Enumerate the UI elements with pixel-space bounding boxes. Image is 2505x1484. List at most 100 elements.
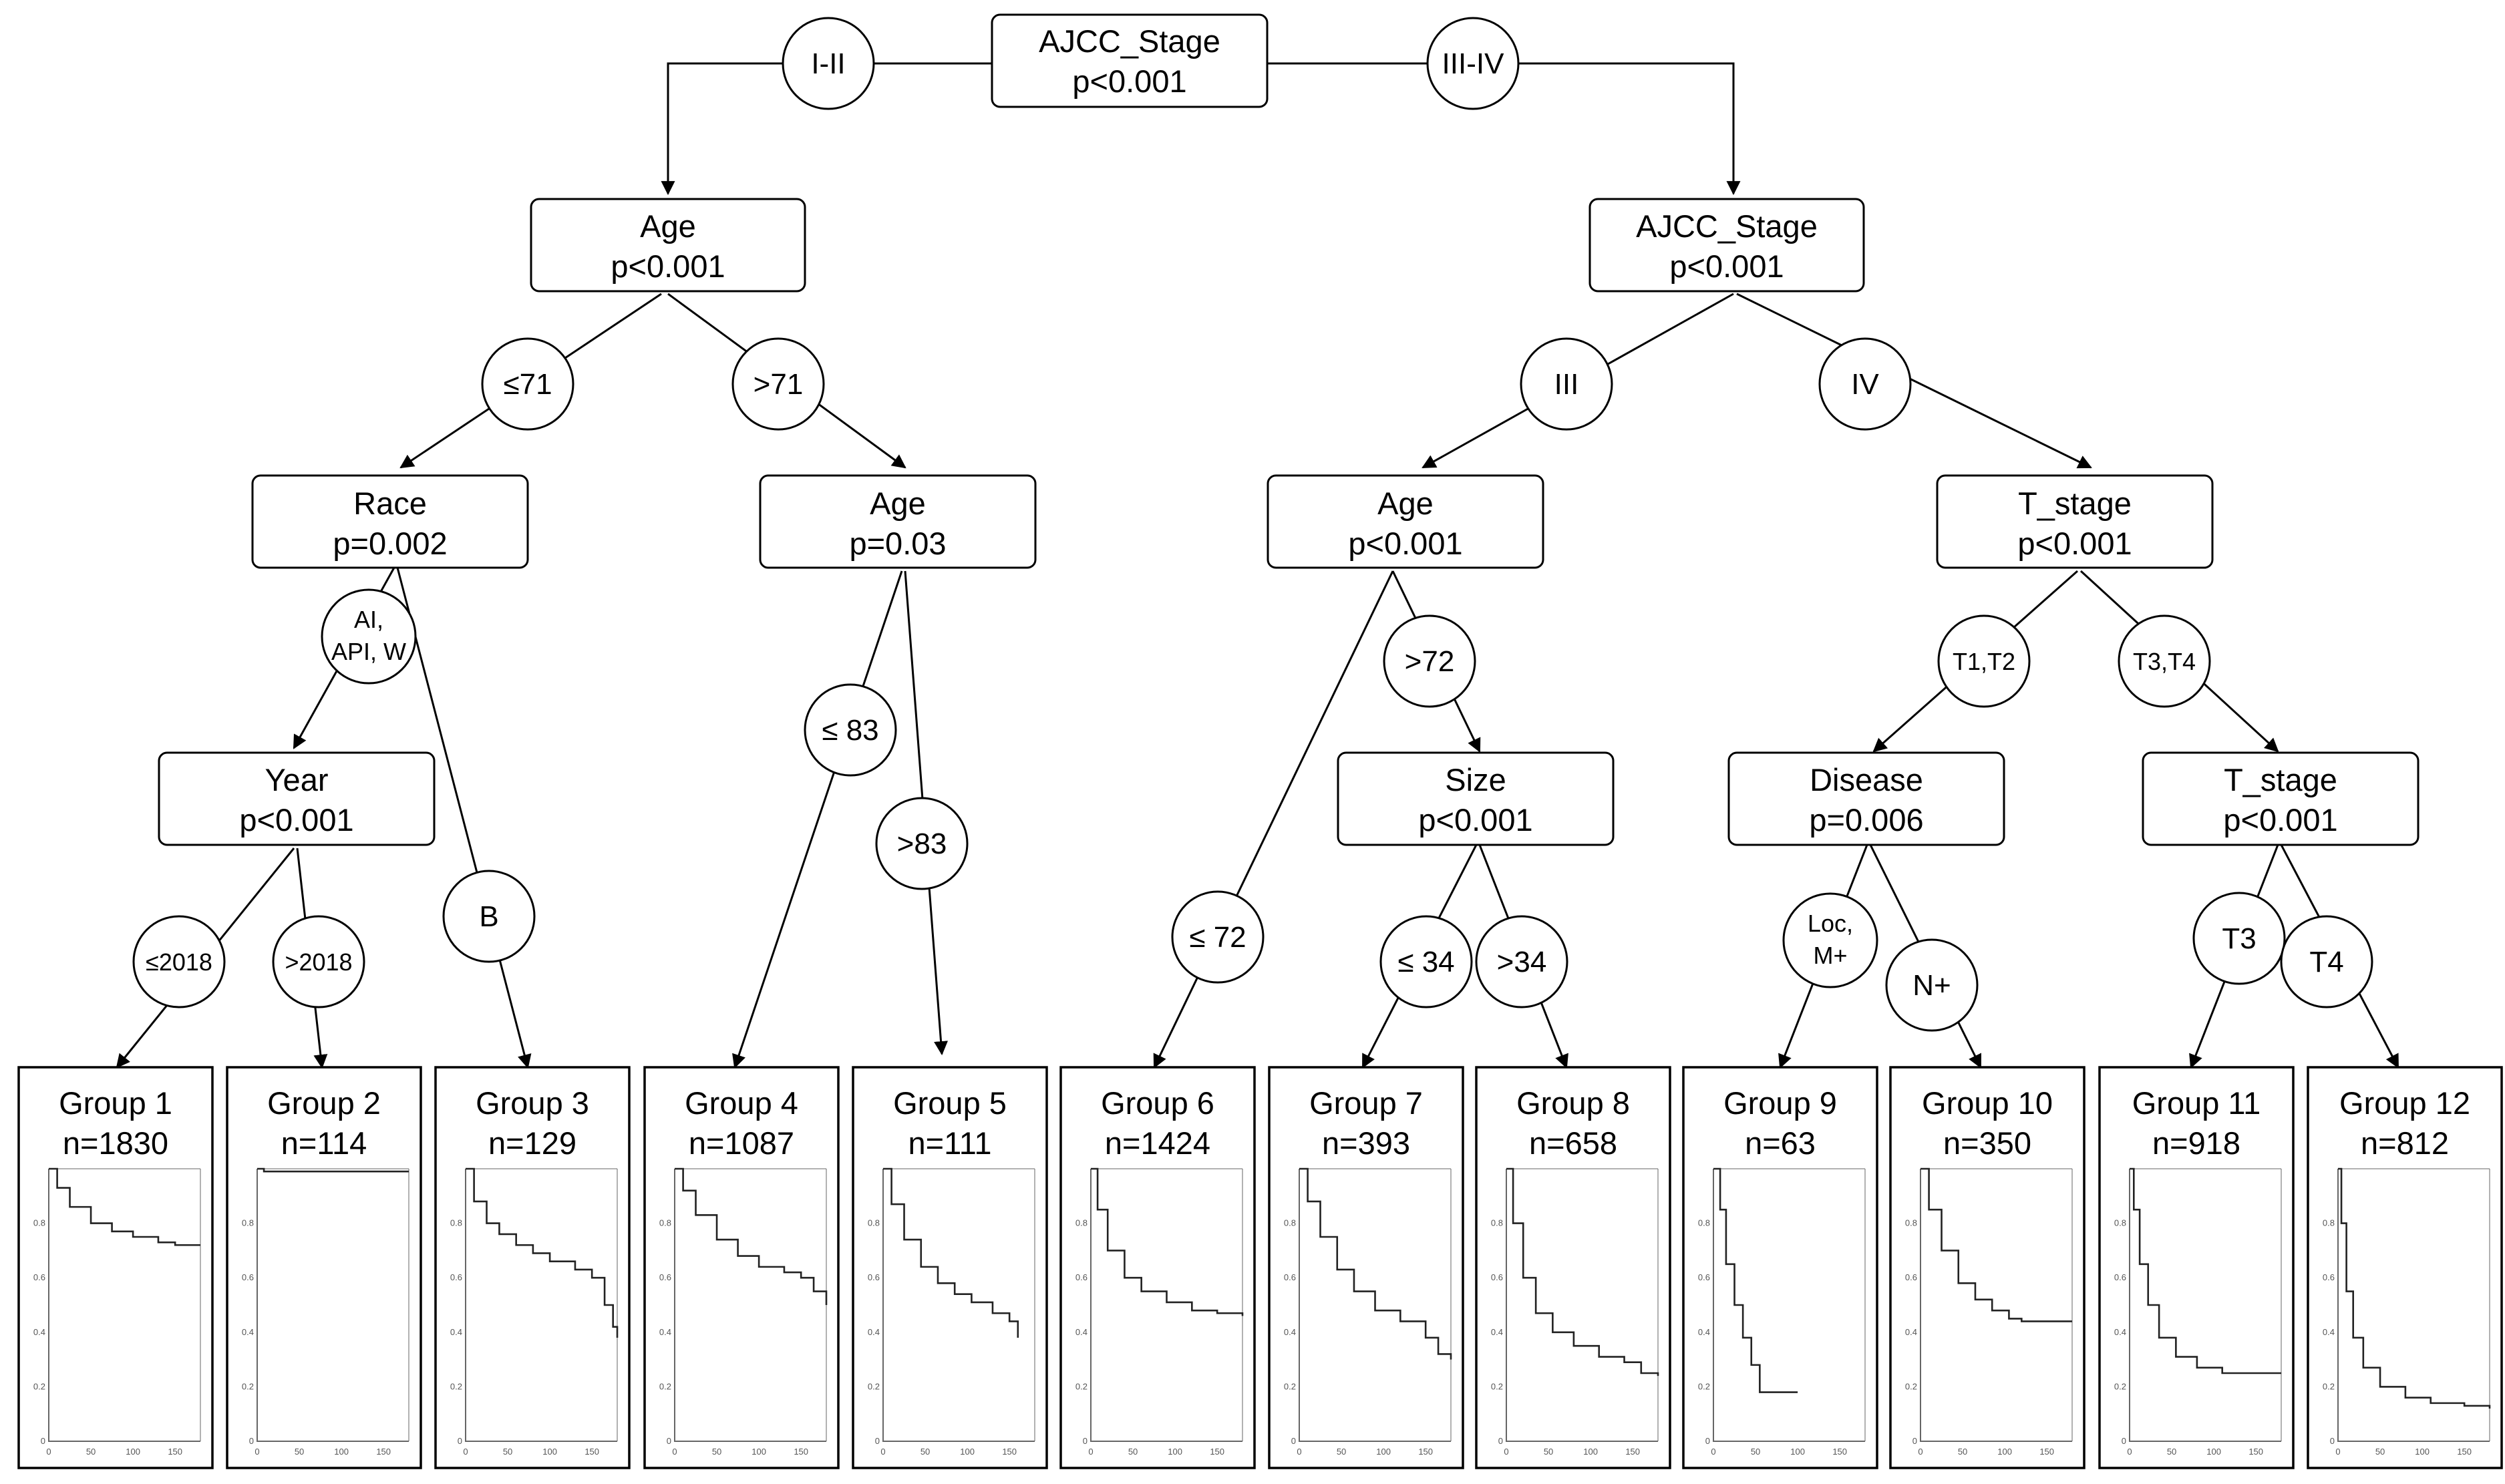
- node-ajcc2-p: p<0.001: [1669, 248, 1784, 284]
- split-t4-label: T4: [2309, 946, 2343, 978]
- km-y-tick: 0.6: [33, 1272, 45, 1282]
- km-x-tick: 150: [168, 1447, 182, 1457]
- km-x-tick: 50: [86, 1447, 96, 1457]
- km-axes: [465, 1169, 617, 1442]
- group-count: n=658: [1529, 1125, 1617, 1161]
- km-y-tick: 0.6: [2323, 1272, 2335, 1282]
- km-x-tick: 150: [2457, 1447, 2472, 1457]
- km-x-tick: 100: [1997, 1447, 2012, 1457]
- split-le2018-label: ≤2018: [146, 948, 212, 976]
- node-tstage1: T_stage p<0.001: [1936, 474, 2214, 569]
- km-x-tick: 0: [2335, 1447, 2340, 1457]
- edge-root-right: [1266, 62, 1741, 196]
- group-box: [643, 1066, 840, 1469]
- node-root-label: AJCC_Stage: [1039, 23, 1220, 59]
- km-y-tick: 0.6: [2114, 1272, 2126, 1282]
- km-y-tick: 0.2: [868, 1381, 880, 1391]
- node-root-p: p<0.001: [1072, 63, 1186, 99]
- km-axes: [1920, 1169, 2072, 1442]
- split-t3: T3: [2192, 892, 2286, 985]
- km-x-tick: 50: [2167, 1447, 2176, 1457]
- km-y-tick: 0.8: [1698, 1218, 1710, 1228]
- split-gt83: >83: [875, 797, 969, 890]
- group-name: Group 11: [2132, 1085, 2261, 1121]
- split-gt2018-label: >2018: [285, 948, 352, 976]
- group-count: n=1830: [63, 1125, 168, 1161]
- node-year: Year p<0.001: [158, 751, 436, 846]
- km-axes: [1713, 1169, 1865, 1442]
- km-x-tick: 0: [255, 1447, 259, 1457]
- km-axes: [1090, 1169, 1242, 1442]
- km-x-tick: 100: [1376, 1447, 1391, 1457]
- km-y-tick: 0: [667, 1436, 671, 1446]
- km-y-tick: 0: [1498, 1436, 1503, 1446]
- split-le34-label: ≤ 34: [1397, 946, 1454, 978]
- km-x-tick: 150: [794, 1447, 808, 1457]
- node-size-label: Size: [1445, 762, 1506, 797]
- km-curve: [466, 1167, 619, 1338]
- km-axes: [48, 1169, 200, 1442]
- km-x-tick: 0: [672, 1447, 677, 1457]
- km-curve: [1091, 1167, 1244, 1316]
- split-le83-label: ≤ 83: [822, 714, 878, 747]
- km-axes: [2337, 1169, 2490, 1442]
- split-iii-label: III: [1554, 368, 1579, 401]
- km-x-tick: 50: [1544, 1447, 1553, 1457]
- node-tstage2: T_stage p<0.001: [2142, 751, 2419, 846]
- km-y-tick: 0: [1705, 1436, 1710, 1446]
- km-curve: [675, 1167, 828, 1305]
- km-y-tick: 0: [875, 1436, 880, 1446]
- node-age3-p: p<0.001: [1348, 526, 1462, 561]
- split-gt34: >34: [1475, 915, 1568, 1008]
- group-count: n=1424: [1105, 1125, 1210, 1161]
- node-root: AJCC_Stage p<0.001: [991, 13, 1269, 108]
- split-race-label-line1: AI,: [354, 606, 383, 633]
- group-count: n=114: [281, 1125, 367, 1161]
- edge-age3-group6: [1153, 570, 1394, 1069]
- split-t1t2-label: T1,T2: [1953, 648, 2015, 675]
- km-y-tick: 0.6: [1284, 1272, 1296, 1282]
- group-name: Group 5: [893, 1085, 1007, 1121]
- node-size-p: p<0.001: [1418, 802, 1532, 838]
- km-x-tick: 0: [46, 1447, 51, 1457]
- km-y-tick: 0.4: [1698, 1327, 1710, 1337]
- split-iii-iv: III-IV: [1426, 17, 1520, 110]
- km-x-tick: 0: [2127, 1447, 2132, 1457]
- km-y-tick: 0: [1083, 1436, 1088, 1446]
- km-x-tick: 0: [463, 1447, 468, 1457]
- group-name: Group 8: [1516, 1085, 1630, 1121]
- km-y-tick: 0.2: [659, 1381, 671, 1391]
- split-gt72: >72: [1383, 614, 1476, 708]
- split-loc-label-line2: M+: [1813, 942, 1847, 969]
- km-y-tick: 0.2: [1075, 1381, 1088, 1391]
- edge-root-left: [661, 62, 992, 196]
- km-y-tick: 0.6: [659, 1272, 671, 1282]
- km-y-tick: 0: [1291, 1436, 1296, 1446]
- split-loc-label-line1: Loc,: [1808, 910, 1853, 937]
- km-y-tick: 0.2: [450, 1381, 462, 1391]
- km-y-tick: 0.8: [2323, 1218, 2335, 1228]
- km-y-tick: 0.2: [1491, 1381, 1503, 1391]
- km-y-tick: 0: [41, 1436, 45, 1446]
- km-x-tick: 150: [1832, 1447, 1847, 1457]
- group-count: n=812: [2361, 1125, 2449, 1161]
- node-year-label: Year: [265, 762, 329, 797]
- km-x-tick: 100: [1583, 1447, 1598, 1457]
- km-x-tick: 150: [2039, 1447, 2054, 1457]
- km-y-tick: 0.4: [1905, 1327, 1917, 1337]
- km-y-tick: 0.2: [33, 1381, 45, 1391]
- km-y-tick: 0.8: [1905, 1218, 1917, 1228]
- group-count: n=350: [1943, 1125, 2031, 1161]
- node-tstage1-label: T_stage: [2018, 486, 2132, 521]
- km-x-tick: 100: [1790, 1447, 1805, 1457]
- km-curve: [2338, 1167, 2491, 1409]
- km-y-tick: 0: [458, 1436, 462, 1446]
- km-x-tick: 0: [1918, 1447, 1923, 1457]
- km-x-tick: 100: [960, 1447, 975, 1457]
- km-x-tick: 100: [542, 1447, 557, 1457]
- split-gt72-label: >72: [1405, 645, 1455, 678]
